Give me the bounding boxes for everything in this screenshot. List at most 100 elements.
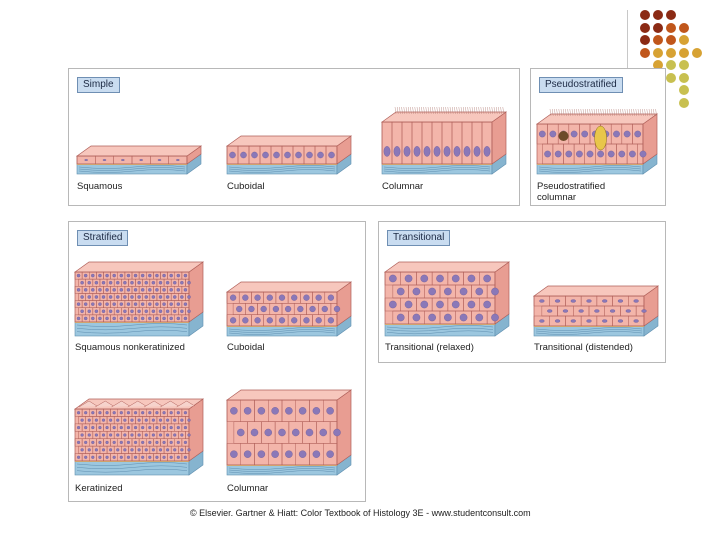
caption-simple-squamous: Squamous (77, 181, 123, 192)
nucleus (151, 433, 155, 437)
decorative-dot (666, 72, 676, 83)
nucleus (326, 407, 334, 415)
nucleus (91, 316, 95, 321)
cilium (624, 108, 626, 117)
nucleus (76, 302, 81, 306)
nucleus (393, 146, 401, 157)
nucleus (80, 433, 84, 437)
cilium (460, 106, 463, 115)
nucleus (140, 273, 145, 278)
goblet-cell (594, 125, 607, 151)
nucleus (610, 309, 616, 313)
collagen-fiber (538, 167, 642, 171)
epithelium-top-surface (75, 145, 203, 157)
cilium (613, 108, 615, 117)
nucleus (412, 287, 421, 296)
cilium (454, 106, 456, 115)
nucleus (625, 309, 631, 313)
nucleus (428, 313, 436, 322)
nucleus (83, 302, 88, 306)
nucleus (230, 407, 238, 415)
nucleus (165, 309, 170, 314)
keratin-flake (144, 400, 163, 408)
nucleus (162, 316, 166, 321)
nucleus (242, 294, 249, 301)
nucleus (116, 448, 120, 452)
collagen-fiber (386, 327, 494, 332)
nucleus (137, 295, 141, 299)
nucleus (76, 288, 81, 292)
nucleus (105, 316, 109, 321)
panel-title-pseudostratified: Pseudostratified (539, 77, 623, 93)
nucleus (423, 146, 431, 157)
cilium (598, 108, 600, 117)
cilium (500, 106, 502, 115)
nucleus (319, 428, 327, 437)
decorative-dot (653, 22, 663, 33)
cilium (471, 106, 474, 115)
nucleus (116, 433, 120, 437)
nucleus (565, 150, 573, 158)
collagen-fiber (228, 470, 336, 474)
nucleus (285, 450, 293, 458)
nucleus (112, 425, 116, 430)
decorative-dot (679, 85, 689, 95)
nucleus (538, 130, 546, 138)
cilium (430, 106, 432, 115)
nucleus (148, 411, 152, 415)
cilium (463, 106, 465, 115)
collagen-fiber (228, 327, 336, 331)
nucleus (254, 294, 261, 301)
nucleus (483, 300, 491, 309)
nucleus (155, 316, 159, 321)
decorative-dot (679, 97, 689, 108)
nucleus (257, 407, 266, 415)
cilium (589, 108, 591, 117)
nucleus (87, 448, 91, 452)
nucleus (451, 300, 460, 309)
nucleus (183, 273, 188, 278)
cilium (416, 106, 419, 115)
nucleus (180, 448, 184, 452)
nucleus (119, 316, 124, 321)
epithelial-cell (168, 155, 188, 165)
nucleus (412, 313, 421, 322)
epithelium-side-face (336, 389, 352, 466)
epithelium-top-surface (225, 281, 353, 293)
cilium (491, 106, 493, 115)
nucleus (297, 305, 304, 313)
nucleus (158, 309, 163, 314)
collagen-fiber (538, 165, 642, 169)
nucleus (453, 146, 461, 157)
cilium (609, 108, 611, 117)
collagen-fiber (228, 167, 336, 171)
nucleus (306, 151, 313, 159)
collagen-fiber (78, 169, 186, 173)
nucleus (116, 280, 120, 285)
decorative-dot (666, 22, 676, 33)
nucleus (87, 309, 91, 314)
collagen-fiber (228, 466, 336, 470)
nucleus (144, 295, 148, 299)
nucleus (183, 440, 188, 445)
cilium (445, 106, 447, 115)
nucleus (444, 287, 452, 296)
nucleus (285, 305, 292, 313)
nucleus (151, 448, 155, 452)
nucleus (473, 146, 481, 157)
nucleus (105, 288, 109, 292)
epithelium-top-surface (383, 261, 511, 273)
nucleus (140, 302, 145, 306)
nucleus (169, 302, 173, 306)
decorative-dot (666, 60, 676, 70)
nucleus (298, 450, 307, 458)
nucleus (262, 151, 269, 159)
nucleus (84, 440, 88, 445)
nucleus (119, 440, 123, 445)
nucleus (148, 288, 152, 292)
nucleus (254, 317, 261, 324)
collagen-fiber (76, 462, 188, 466)
cilium (408, 106, 410, 115)
cilium (485, 106, 487, 115)
nucleus (173, 418, 177, 422)
